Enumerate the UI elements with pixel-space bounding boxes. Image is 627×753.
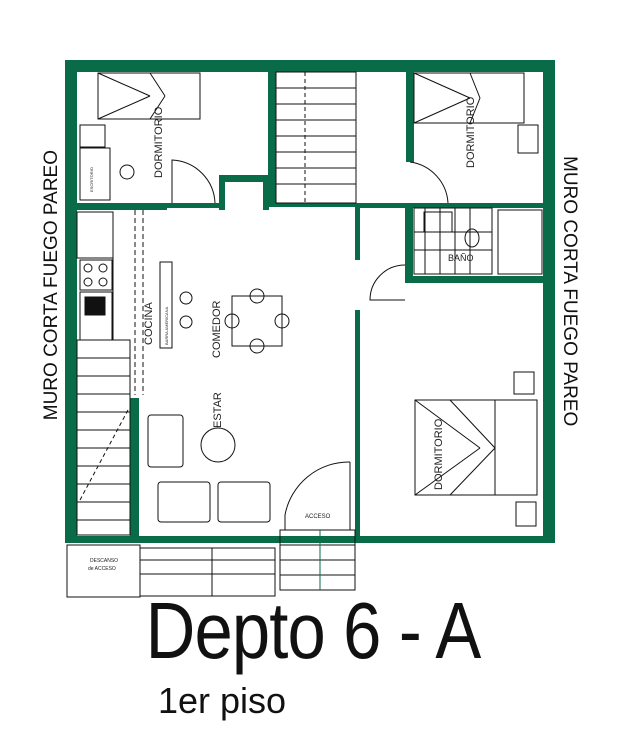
plan-title: Depto 6 - A — [145, 586, 482, 675]
label-barra: BARRA AMERICANA — [164, 306, 169, 345]
plan-subtitle: 1er piso — [158, 680, 287, 721]
label-cocina: COCINA — [143, 302, 155, 345]
label-descanso-2: de ACCESO — [88, 566, 116, 572]
interior-walls — [77, 72, 543, 540]
firewall-note-right: MURO CORTA FUEGO PAREO — [559, 156, 580, 427]
plan-linework — [66, 71, 543, 598]
label-descanso-1: DESCANSO — [90, 558, 118, 564]
label-estar: ESTAR — [212, 392, 224, 428]
label-acceso: ACCESO — [305, 514, 331, 520]
label-escritorio: ESCRITORIO — [89, 167, 94, 192]
label-dormitorio-3: DORMITORIO — [433, 418, 445, 490]
outer-walls — [65, 60, 555, 543]
label-dormitorio-1: DORMITORIO — [153, 106, 165, 178]
label-dormitorio-2: DORMITORIO — [465, 96, 477, 168]
firewall-note-left: MURO CORTA FUEGO PAREO — [41, 150, 62, 421]
label-comedor: COMEDOR — [211, 301, 223, 359]
label-bano: BAÑO — [448, 253, 474, 263]
